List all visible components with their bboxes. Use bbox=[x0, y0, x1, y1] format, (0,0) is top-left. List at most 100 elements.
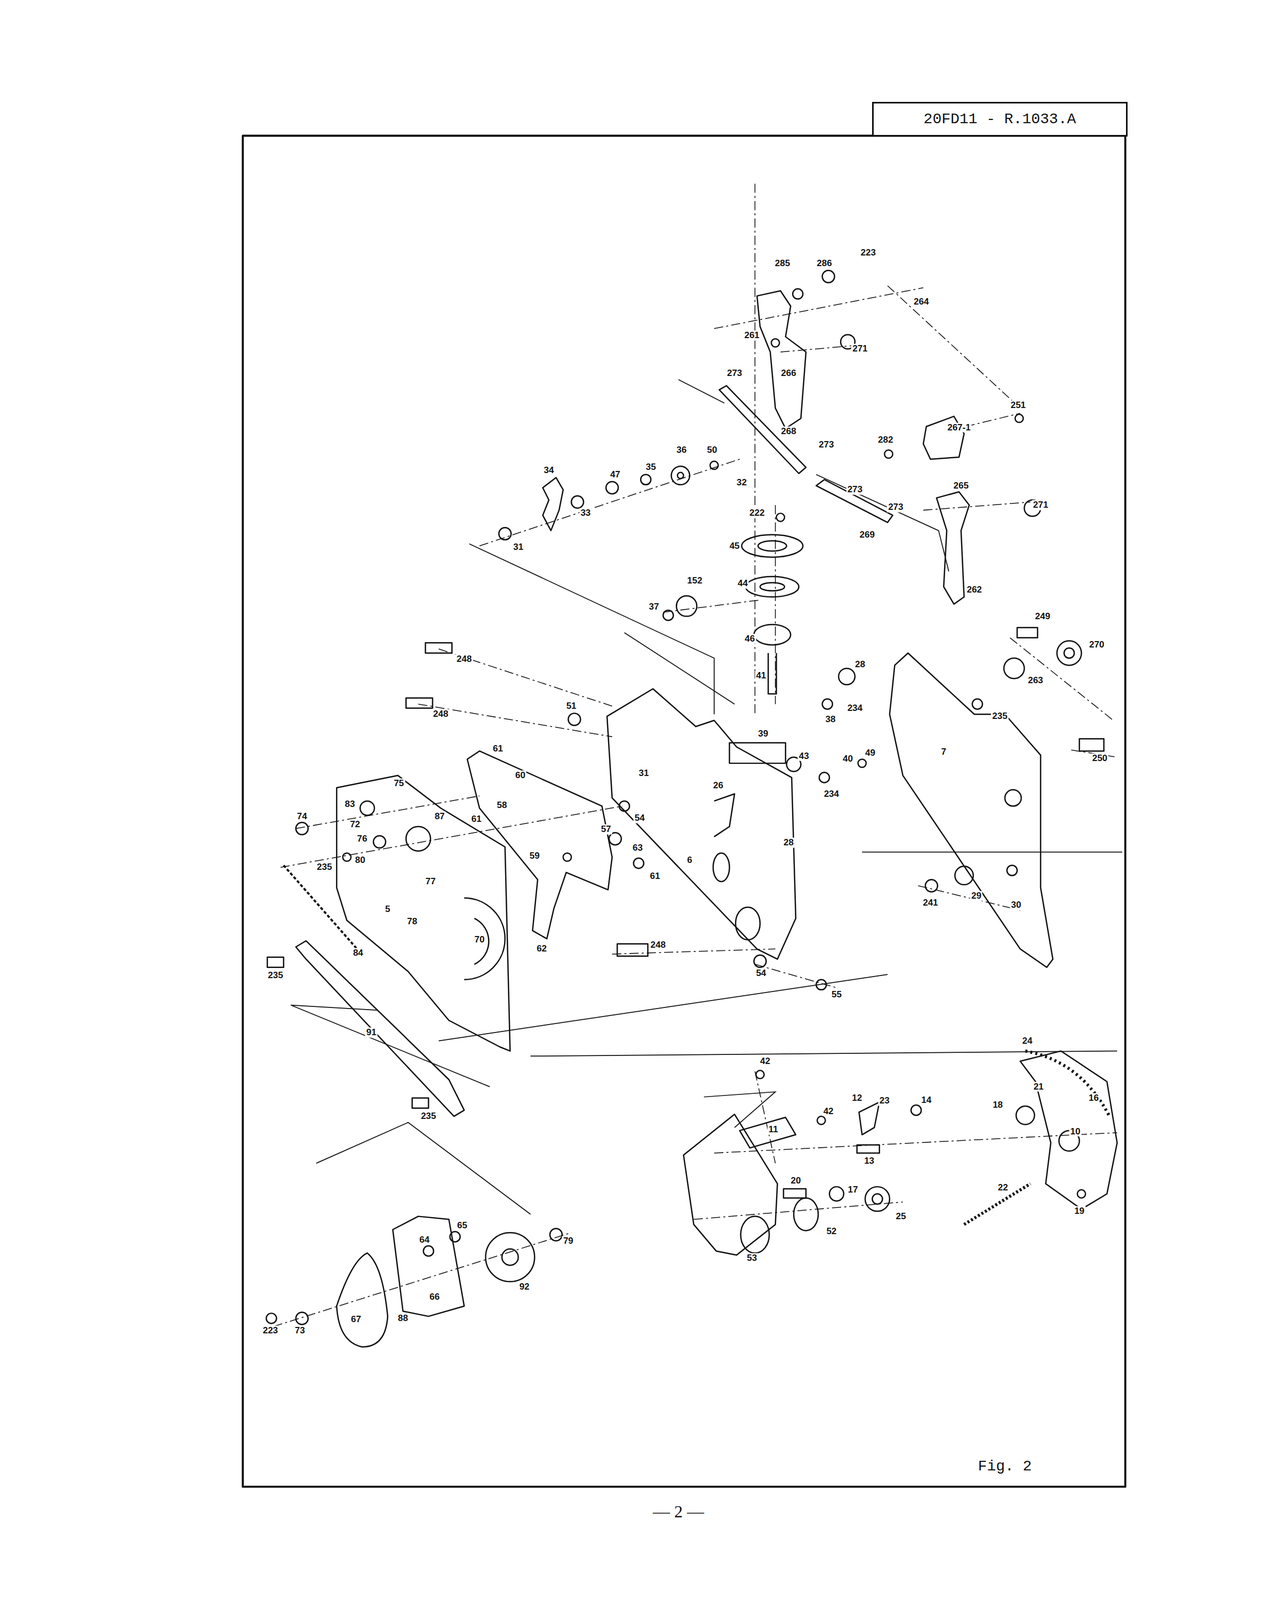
callout-number: 62 bbox=[535, 944, 548, 955]
callout-number: 248 bbox=[649, 939, 667, 950]
callout-number: 152 bbox=[685, 575, 704, 586]
callout-number: 92 bbox=[518, 1281, 531, 1292]
callout-number: 43 bbox=[797, 751, 811, 762]
callout-number: 34 bbox=[542, 465, 556, 476]
callout-number: 20 bbox=[789, 1175, 802, 1186]
callout-number: 235 bbox=[266, 970, 284, 981]
callout-number: 31 bbox=[637, 768, 650, 779]
callout-number: 76 bbox=[356, 833, 369, 844]
callout-number: 74 bbox=[296, 811, 309, 822]
callout-number: 269 bbox=[858, 529, 876, 540]
callout-number: 285 bbox=[773, 258, 792, 269]
callout-number: 267-1 bbox=[946, 422, 972, 433]
callout-number: 57 bbox=[600, 824, 613, 835]
callout-number: 70 bbox=[473, 935, 486, 946]
page-number: — 2 — bbox=[651, 1503, 706, 1522]
callout-number: 25 bbox=[894, 1211, 907, 1222]
callout-number: 248 bbox=[432, 709, 450, 720]
callout-number: 45 bbox=[728, 540, 741, 551]
callout-number: 55 bbox=[830, 989, 843, 1001]
callout-number: 41 bbox=[754, 670, 768, 681]
callout-number: 286 bbox=[815, 258, 833, 269]
figure-caption: Fig. 2 bbox=[978, 1458, 1033, 1475]
callout-number: 271 bbox=[851, 344, 869, 355]
callout-number: 42 bbox=[822, 1106, 835, 1117]
callout-number: 13 bbox=[863, 1156, 876, 1167]
callout-number: 22 bbox=[996, 1183, 1010, 1194]
callout-number: 42 bbox=[759, 1056, 772, 1067]
callout-number: 6 bbox=[685, 855, 693, 866]
callout-number: 7 bbox=[940, 747, 948, 758]
callout-number: 271 bbox=[1032, 500, 1050, 511]
callout-number: 251 bbox=[1009, 400, 1027, 411]
callout-number: 31 bbox=[512, 541, 525, 553]
callout-number: 234 bbox=[846, 703, 864, 714]
callout-number: 273 bbox=[846, 484, 864, 495]
callout-number: 266 bbox=[779, 368, 797, 379]
callout-number: 24 bbox=[1021, 1035, 1034, 1046]
callout-number: 59 bbox=[528, 851, 541, 862]
callout-number: 54 bbox=[754, 968, 768, 979]
callout-number: 38 bbox=[824, 714, 837, 725]
callout-number: 80 bbox=[354, 855, 367, 866]
callout-number: 270 bbox=[1088, 640, 1106, 651]
callout-number: 53 bbox=[745, 1253, 758, 1264]
callout-number: 61 bbox=[470, 814, 483, 825]
callout-number: 83 bbox=[344, 799, 357, 810]
callout-number: 241 bbox=[921, 898, 939, 909]
callout-number: 49 bbox=[864, 748, 877, 759]
callout-number: 35 bbox=[644, 462, 658, 473]
callout-number: 33 bbox=[579, 508, 592, 519]
callout-number: 54 bbox=[633, 813, 646, 824]
callout-number: 273 bbox=[725, 368, 744, 379]
callout-number: 273 bbox=[817, 440, 835, 451]
callout-number: 78 bbox=[405, 916, 419, 927]
callout-number: 67 bbox=[349, 1314, 363, 1325]
callout-number: 222 bbox=[748, 508, 766, 519]
callout-number: 65 bbox=[456, 1220, 469, 1231]
callout-number: 12 bbox=[850, 1092, 864, 1104]
callout-number: 265 bbox=[952, 480, 970, 491]
callout-number: 263 bbox=[1026, 675, 1044, 686]
callout-number: 248 bbox=[455, 654, 473, 665]
callout-number: 10 bbox=[1069, 1126, 1082, 1137]
callout-number: 61 bbox=[648, 871, 661, 882]
callout-number: 36 bbox=[675, 444, 688, 455]
callout-number: 5 bbox=[384, 904, 391, 915]
callout-number: 19 bbox=[1073, 1206, 1086, 1217]
callout-number: 16 bbox=[1087, 1092, 1100, 1104]
callout-number: 75 bbox=[392, 778, 405, 789]
callout-number: 223 bbox=[859, 248, 877, 259]
callout-number: 46 bbox=[743, 633, 756, 644]
callout-number: 234 bbox=[823, 788, 841, 800]
callout-number: 84 bbox=[352, 948, 365, 959]
callout-number: 60 bbox=[514, 770, 527, 781]
callout-number: 262 bbox=[965, 585, 983, 596]
callout-number: 44 bbox=[736, 578, 749, 589]
callout-number: 30 bbox=[1010, 900, 1023, 911]
callout-number: 88 bbox=[396, 1313, 410, 1324]
callout-number: 26 bbox=[712, 780, 725, 792]
drawing-number-box: 20FD11 - R.1033.A bbox=[872, 101, 1128, 137]
callout-number: 23 bbox=[878, 1096, 891, 1107]
callout-number: 17 bbox=[847, 1185, 860, 1196]
callout-number: 73 bbox=[293, 1326, 307, 1337]
callout-number: 61 bbox=[491, 744, 505, 755]
callout-number: 29 bbox=[970, 891, 983, 902]
callout-number: 72 bbox=[348, 819, 362, 830]
callout-number: 32 bbox=[735, 477, 748, 489]
callout-number: 250 bbox=[1091, 753, 1109, 764]
callout-number: 14 bbox=[920, 1095, 933, 1106]
callout-number: 261 bbox=[743, 330, 761, 341]
callout-number: 235 bbox=[991, 711, 1009, 722]
callout-number: 235 bbox=[315, 862, 333, 873]
callout-number: 282 bbox=[876, 434, 894, 445]
callout-number: 58 bbox=[496, 800, 509, 811]
callout-number: 52 bbox=[825, 1226, 838, 1237]
callout-number: 249 bbox=[1034, 611, 1052, 622]
callout-number: 39 bbox=[756, 728, 770, 739]
callout-number: 37 bbox=[648, 602, 661, 613]
callout-number: 66 bbox=[428, 1291, 441, 1303]
callout-number: 87 bbox=[433, 811, 446, 822]
